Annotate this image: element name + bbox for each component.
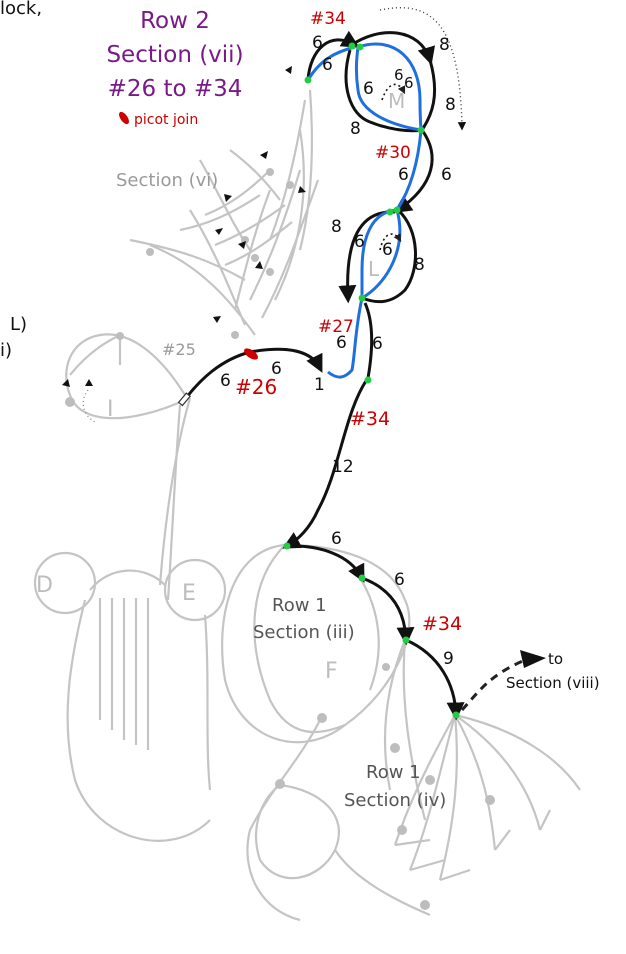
ghost-fan-vi-b — [179, 169, 293, 267]
cut-text-left-a: L) — [10, 314, 27, 335]
label-ring-e: E — [182, 581, 196, 606]
count-chain-bot-a: 6 — [331, 529, 342, 549]
arrow-to-section-viii — [460, 658, 526, 712]
red-num-30: #30 — [375, 143, 411, 163]
count-chain-bot-b: 6 — [394, 570, 405, 590]
label-num-25: #25 — [162, 340, 196, 359]
count-chain-26-b: 6 — [271, 359, 282, 379]
count-m-left: 6 — [322, 55, 333, 75]
dotted-arc-top-right — [379, 7, 467, 131]
count-m-top-left: 6 — [312, 33, 323, 53]
red-num-26: #26 — [235, 375, 277, 399]
red-num-34-mid: #34 — [350, 408, 390, 430]
count-chain-26-a: 6 — [220, 371, 231, 391]
chain-30-blue — [395, 129, 423, 211]
header-line-3: #26 to #34 — [108, 76, 243, 102]
chain-34-12 — [282, 377, 370, 549]
dotted-arc-ring-i — [82, 389, 96, 423]
count-chain-bot-9: 9 — [443, 649, 454, 669]
arrow-label-to: to — [548, 650, 563, 668]
picot-join-marker — [244, 348, 258, 360]
label-row1-iv-b: Section (iv) — [344, 790, 446, 811]
count-l-left: 8 — [331, 217, 342, 237]
label-ring-f: F — [325, 659, 338, 684]
label-ring-l: L — [368, 257, 380, 281]
label-ring-d: D — [36, 573, 53, 598]
ghost-ring-f — [221, 543, 411, 744]
count-m-inner-mid: 6 — [404, 74, 414, 92]
label-ring-m: M — [388, 89, 405, 113]
label-row1-iv-a: Row 1 — [366, 762, 421, 783]
label-ring-i: I — [107, 397, 114, 422]
ghost-beads — [65, 168, 495, 910]
count-chain-30-right: 6 — [441, 165, 452, 185]
count-l-inner-right: 6 — [382, 240, 393, 260]
red-num-34-top: #34 — [310, 9, 346, 29]
count-l-right: 8 — [414, 255, 425, 275]
ghost-fan-vi — [129, 89, 320, 336]
count-chain-27-right: 6 — [372, 334, 383, 354]
chain-27-right — [363, 302, 374, 379]
ring-m-left-outer — [344, 49, 423, 133]
chain-m-top — [306, 30, 360, 81]
header-line-2: Section (vii) — [106, 42, 243, 68]
arrow-head-section-viii — [520, 650, 546, 668]
label-row1-iii-b: Section (iii) — [253, 622, 355, 643]
red-num-34-bot: #34 — [422, 613, 462, 635]
label-section-vi: Section (vi) — [116, 170, 218, 191]
ring-l-outer-right — [361, 208, 417, 304]
ghost-layer — [33, 89, 581, 922]
chain-30-right — [393, 129, 434, 214]
ghost-ring-e — [163, 558, 227, 622]
ring-l — [360, 208, 402, 301]
ring-m-outer — [349, 31, 437, 131]
chain-bot-a — [286, 544, 365, 583]
chain-start-marker — [177, 392, 192, 407]
green-beads — [283, 42, 460, 719]
picot-join-icon — [119, 111, 129, 125]
count-m-bottom-left: 8 — [350, 119, 361, 139]
legend-picot-join: picot join — [134, 112, 198, 128]
chain-bot-b — [361, 576, 415, 646]
cut-text-left-b: i) — [0, 340, 12, 361]
count-m-inner-right: 6 — [394, 66, 404, 84]
chain-layer — [184, 30, 465, 721]
cut-text-top-left: lock, — [0, 0, 42, 19]
count-m-top-right: 8 — [439, 35, 450, 55]
chain-27-blue — [327, 297, 364, 379]
count-m-inner-left: 6 — [363, 79, 374, 99]
count-picot-1: 1 — [314, 375, 325, 395]
ring-m-inner-arc — [381, 83, 406, 101]
count-m-bottom-right: 8 — [445, 95, 456, 115]
arrow-label-section: Section (viii) — [506, 674, 600, 692]
chain-bot-9 — [405, 638, 465, 721]
count-l-inner-left: 6 — [354, 232, 365, 252]
count-chain-30-left: 6 — [398, 165, 409, 185]
ghost-arrows — [62, 66, 306, 387]
header-line-1: Row 2 — [140, 8, 210, 34]
count-chain-27-left: 6 — [336, 333, 347, 353]
ghost-ring-i-outer — [69, 333, 122, 376]
count-chain-34-12: 12 — [332, 457, 354, 477]
label-row1-iii-a: Row 1 — [272, 595, 327, 616]
ghost-ring-i — [65, 333, 186, 420]
ghost-fan-iv — [383, 639, 581, 881]
red-num-27: #27 — [318, 317, 354, 337]
